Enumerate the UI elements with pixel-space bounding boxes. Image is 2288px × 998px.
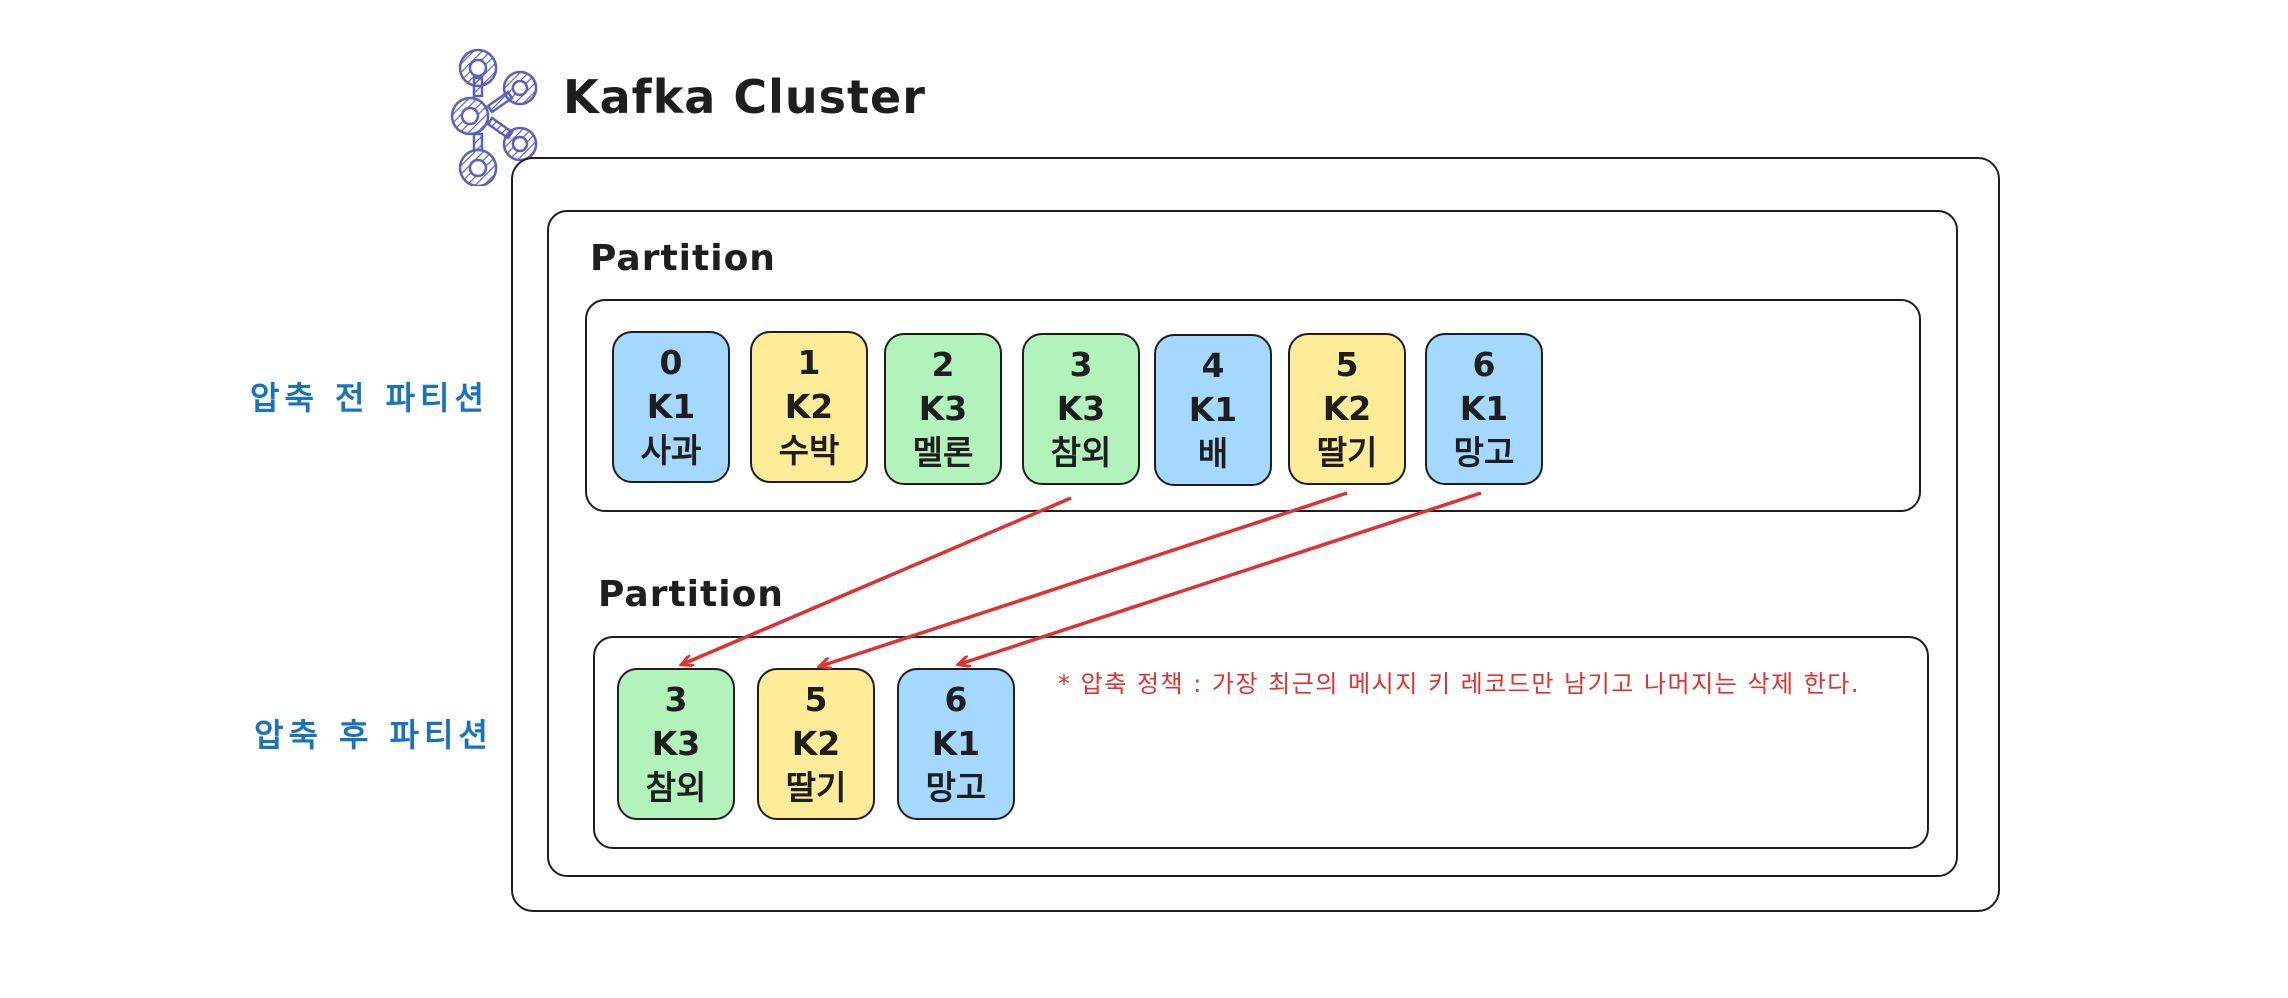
record-card: 4 K1 배 bbox=[1154, 334, 1272, 486]
record-value: 딸기 bbox=[1316, 433, 1378, 472]
record-key: K3 bbox=[1056, 389, 1106, 428]
record-card: 5 K2 딸기 bbox=[757, 668, 875, 820]
record-card: 1 K2 수박 bbox=[750, 331, 868, 483]
record-offset: 3 bbox=[664, 680, 688, 719]
record-offset: 6 bbox=[1472, 345, 1496, 384]
row-label-before: 압축 전 파티션 bbox=[250, 379, 489, 417]
record-card: 5 K2 딸기 bbox=[1288, 333, 1406, 485]
record-key: K2 bbox=[791, 724, 841, 763]
record-offset: 5 bbox=[804, 680, 828, 719]
record-card: 6 K1 망고 bbox=[1425, 333, 1543, 485]
record-offset: 5 bbox=[1335, 345, 1359, 384]
record-key: K1 bbox=[1459, 389, 1509, 428]
compaction-policy-note: * 압축 정책 : 가장 최근의 메시지 키 레코드만 남기고 나머지는 삭제 … bbox=[1058, 670, 1861, 698]
record-key: K2 bbox=[1322, 389, 1372, 428]
record-key: K3 bbox=[651, 724, 701, 763]
record-offset: 1 bbox=[797, 343, 821, 382]
record-key: K1 bbox=[931, 724, 981, 763]
record-card: 0 K1 사과 bbox=[612, 331, 730, 483]
record-offset: 2 bbox=[931, 345, 955, 384]
record-offset: 4 bbox=[1201, 346, 1225, 385]
record-value: 딸기 bbox=[785, 768, 847, 807]
record-offset: 0 bbox=[659, 343, 683, 382]
record-offset: 3 bbox=[1069, 345, 1093, 384]
row-label-after: 압축 후 파티션 bbox=[254, 716, 493, 754]
record-value: 망고 bbox=[1453, 433, 1515, 472]
record-offset: 6 bbox=[944, 680, 968, 719]
record-key: K1 bbox=[1188, 390, 1238, 429]
record-value: 망고 bbox=[925, 768, 987, 807]
record-value: 참외 bbox=[1050, 433, 1112, 472]
partition-before-title: Partition bbox=[590, 238, 776, 279]
record-card: 2 K3 멜론 bbox=[884, 333, 1002, 485]
record-value: 참외 bbox=[645, 768, 707, 807]
record-key: K2 bbox=[784, 387, 834, 426]
record-card: 3 K3 참외 bbox=[1022, 333, 1140, 485]
record-card: 3 K3 참외 bbox=[617, 668, 735, 820]
partition-after-title: Partition bbox=[598, 574, 784, 615]
record-value: 수박 bbox=[778, 431, 840, 470]
record-key: K3 bbox=[918, 389, 968, 428]
record-value: 사과 bbox=[640, 431, 702, 470]
record-value: 멜론 bbox=[912, 433, 974, 472]
record-key: K1 bbox=[646, 387, 696, 426]
kafka-logo-icon bbox=[450, 48, 538, 186]
record-card: 6 K1 망고 bbox=[897, 668, 1015, 820]
record-value: 배 bbox=[1197, 434, 1229, 473]
cluster-title: Kafka Cluster bbox=[563, 70, 926, 124]
